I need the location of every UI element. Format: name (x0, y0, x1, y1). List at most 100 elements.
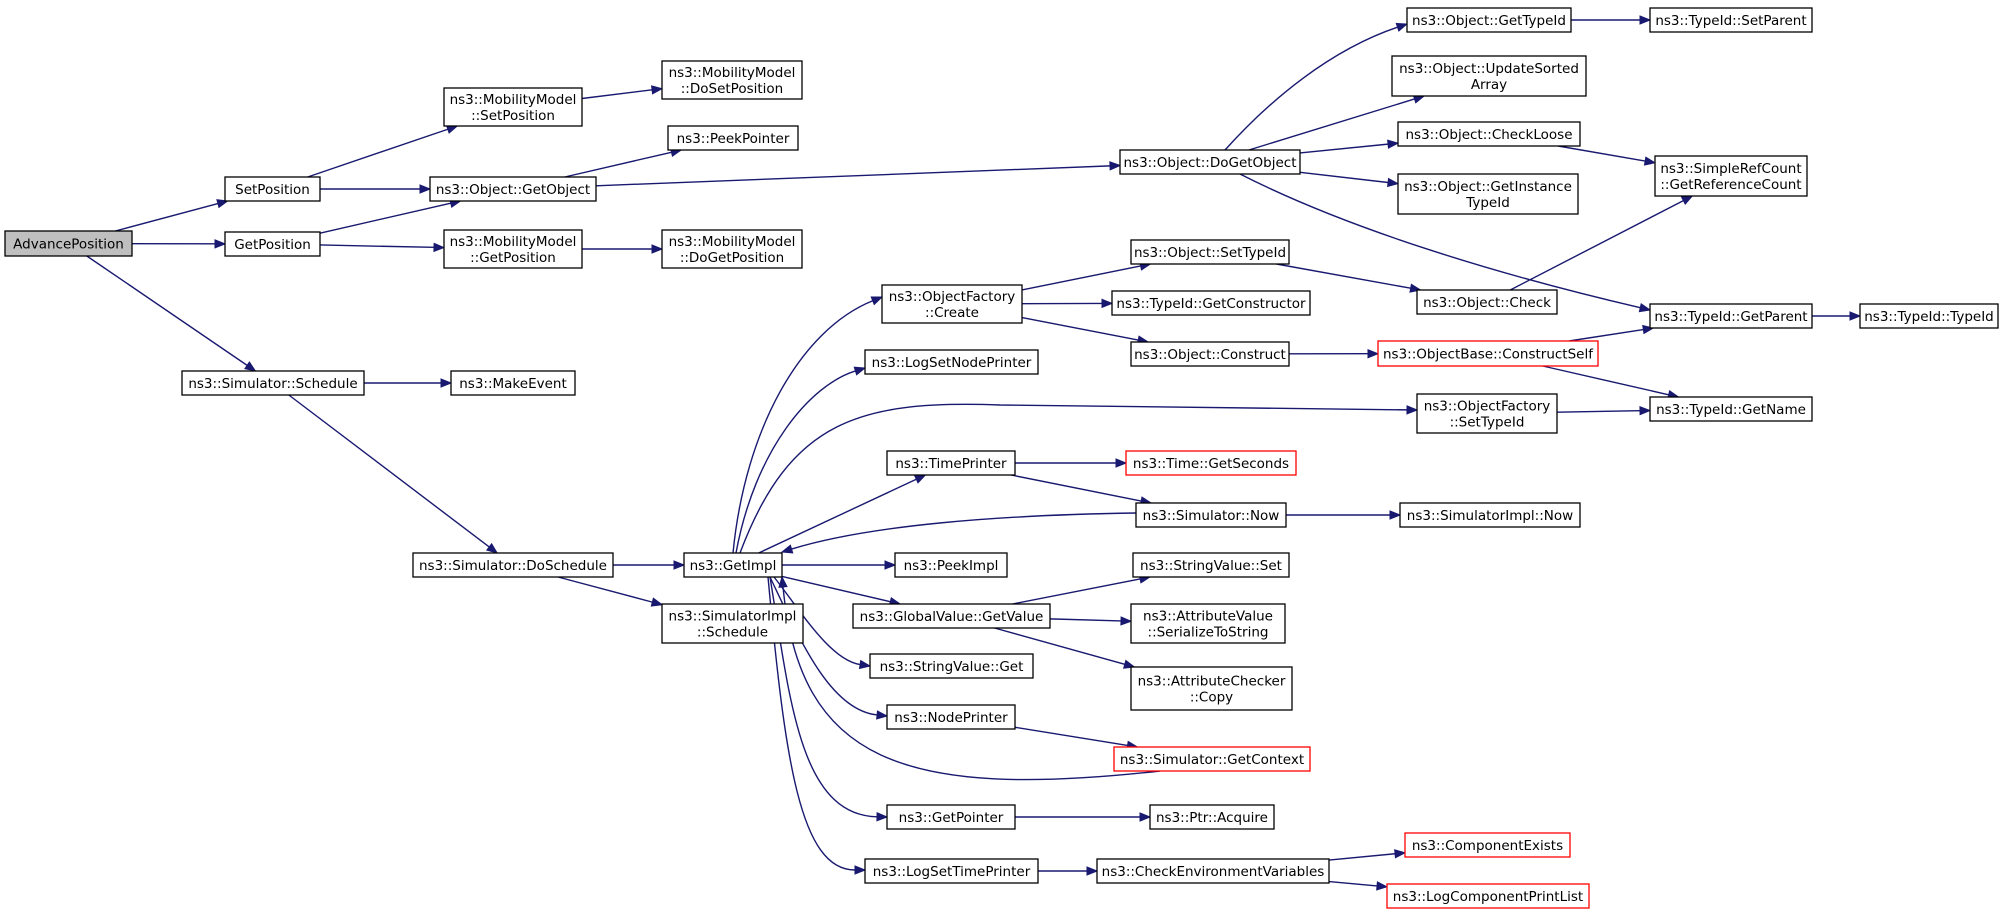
edge-object-do-get-object-to-object-check-loose-arrowhead (1387, 139, 1400, 149)
node-check-env-vars-box (1096, 858, 1330, 884)
node-object-factory-set-type-id-label-1: ns3::ObjectFactory (1424, 399, 1551, 415)
node-get-impl-box (683, 552, 783, 578)
edge-global-value-get-value-to-attribute-checker-copy-arrowhead (1123, 659, 1136, 669)
edge-advance-position-to-simulator-schedule-arrowhead (244, 361, 257, 372)
node-simulator-now[interactable]: ns3::Simulator::Now (1135, 502, 1287, 528)
node-simulator-get-context[interactable]: ns3::Simulator::GetContext (1113, 746, 1311, 772)
edge-mobility-get-position-to-mobility-do-get-position (582, 244, 664, 254)
node-attribute-checker-copy-label-2: ::Copy (1190, 690, 1233, 706)
edge-object-get-type-id-to-type-id-set-parent-arrowhead (1639, 15, 1652, 25)
node-simulator-do-schedule[interactable]: ns3::Simulator::DoSchedule (412, 552, 614, 578)
node-log-set-time-printer[interactable]: ns3::LogSetTimePrinter (864, 858, 1039, 884)
node-log-component-print-list[interactable]: ns3::LogComponentPrintList (1386, 883, 1590, 909)
node-set-position[interactable]: SetPosition (224, 176, 321, 202)
node-simulator-now-label-1: ns3::Simulator::Now (1143, 508, 1280, 524)
node-get-position[interactable]: GetPosition (224, 231, 321, 257)
edge-object-base-construct-self-to-type-id-get-name (1542, 365, 1680, 400)
node-simulator-get-context-label-1: ns3::Simulator::GetContext (1120, 752, 1304, 768)
node-object-get-object[interactable]: ns3::Object::GetObject (429, 176, 597, 202)
node-peek-impl[interactable]: ns3::PeekImpl (894, 552, 1008, 578)
edge-simulator-schedule-to-make-event-arrowhead (440, 378, 453, 388)
node-node-printer[interactable]: ns3::NodePrinter (886, 704, 1016, 730)
edge-object-check-to-simple-ref-count-arrowhead (1680, 195, 1694, 206)
node-object-do-get-object[interactable]: ns3::Object::DoGetObject (1119, 149, 1301, 175)
node-advance-position[interactable]: AdvancePosition (4, 230, 133, 257)
edge-object-base-construct-self-to-type-id-get-name-line (1542, 365, 1669, 396)
node-global-value-get-value[interactable]: ns3::GlobalValue::GetValue (852, 603, 1051, 629)
edge-global-value-get-value-to-attribute-value-serialize-arrowhead (1120, 616, 1133, 626)
edge-object-factory-create-to-type-id-get-constructor-arrowhead (1101, 298, 1114, 309)
node-object-factory-create[interactable]: ns3::ObjectFactory::Create (881, 284, 1023, 324)
node-simulator-do-schedule-label-1: ns3::Simulator::DoSchedule (419, 558, 607, 574)
node-get-impl[interactable]: ns3::GetImpl (683, 552, 783, 578)
node-ptr-acquire-label-1: ns3::Ptr::Acquire (1156, 810, 1268, 826)
edge-global-value-get-value-to-attribute-checker-copy (994, 627, 1136, 669)
node-peek-pointer[interactable]: ns3::PeekPointer (667, 125, 799, 151)
node-object-factory-set-type-id[interactable]: ns3::ObjectFactory::SetTypeId (1416, 393, 1558, 434)
edge-simulator-do-schedule-to-simulator-impl-schedule (557, 576, 664, 607)
node-ptr-acquire-box (1149, 804, 1275, 830)
node-object-get-type-id-box (1406, 7, 1572, 33)
edge-get-position-to-mobility-get-position (319, 242, 446, 253)
node-object-check-loose[interactable]: ns3::Object::CheckLoose (1397, 121, 1581, 147)
node-object-get-type-id[interactable]: ns3::Object::GetTypeId (1406, 7, 1572, 33)
node-make-event[interactable]: ns3::MakeEvent (450, 370, 576, 396)
edge-get-impl-to-log-set-time-printer-line (767, 576, 856, 871)
node-object-factory-create-label-1: ns3::ObjectFactory (889, 289, 1016, 305)
node-attribute-value-serialize-label-2: ::SerializeToString (1148, 625, 1269, 641)
node-attribute-checker-copy[interactable]: ns3::AttributeChecker::Copy (1130, 666, 1293, 711)
node-time-printer[interactable]: ns3::TimePrinter (886, 450, 1016, 476)
edge-object-factory-create-to-object-construct (1021, 316, 1150, 345)
edge-object-set-type-id-to-object-check (1276, 263, 1422, 293)
node-component-exists[interactable]: ns3::ComponentExists (1404, 832, 1571, 858)
node-object-update-sorted-array-box (1391, 55, 1587, 97)
node-mobility-do-set-position[interactable]: ns3::MobilityModel::DoSetPosition (661, 60, 803, 100)
node-simulator-get-context-box (1113, 746, 1311, 772)
edge-simulator-schedule-to-simulator-do-schedule-line (288, 394, 490, 548)
edge-simulator-now-to-get-impl-line (791, 512, 1137, 550)
node-mobility-set-position[interactable]: ns3::MobilityModel::SetPosition (443, 87, 583, 127)
edge-get-impl-to-peek-impl-arrowhead (884, 560, 897, 570)
edge-object-do-get-object-to-object-update-sorted-array-line (1248, 98, 1415, 151)
edge-advance-position-to-simulator-schedule (86, 255, 257, 372)
node-simulator-schedule[interactable]: ns3::Simulator::Schedule (181, 370, 365, 396)
node-ptr-acquire[interactable]: ns3::Ptr::Acquire (1149, 804, 1275, 830)
node-string-value-get[interactable]: ns3::StringValue::Get (869, 653, 1034, 679)
node-simulator-impl-now-box (1399, 502, 1581, 528)
edge-advance-position-to-set-position (115, 199, 229, 232)
node-log-set-node-printer[interactable]: ns3::LogSetNodePrinter (864, 349, 1039, 375)
node-simulator-impl-schedule[interactable]: ns3::SimulatorImpl::Schedule (661, 603, 804, 644)
node-object-check[interactable]: ns3::Object::Check (1416, 289, 1558, 315)
node-mobility-do-get-position[interactable]: ns3::MobilityModel::DoGetPosition (661, 229, 803, 269)
node-object-construct[interactable]: ns3::Object::Construct (1130, 341, 1290, 367)
node-type-id-get-name[interactable]: ns3::TypeId::GetName (1649, 396, 1813, 422)
node-object-get-instance-type-id-label-2: TypeId (1465, 195, 1510, 211)
node-type-id-get-parent[interactable]: ns3::TypeId::GetParent (1649, 303, 1813, 329)
node-type-id-set-parent[interactable]: ns3::TypeId::SetParent (1649, 7, 1813, 33)
node-mobility-get-position[interactable]: ns3::MobilityModel::GetPosition (443, 229, 583, 269)
node-simple-ref-count[interactable]: ns3::SimpleRefCount::GetReferenceCount (1654, 155, 1808, 197)
edge-object-do-get-object-to-object-update-sorted-array (1248, 94, 1426, 151)
node-type-id-type-id[interactable]: ns3::TypeId::TypeId (1859, 303, 1999, 329)
node-type-id-get-constructor[interactable]: ns3::TypeId::GetConstructor (1111, 290, 1311, 316)
edge-mobility-set-position-to-mobility-do-set-position-arrowhead (650, 85, 664, 95)
node-log-set-node-printer-box (864, 349, 1039, 375)
edge-check-env-vars-to-component-exists-arrowhead (1394, 849, 1407, 859)
edge-object-check-to-simple-ref-count-line (1509, 199, 1684, 291)
node-time-get-seconds[interactable]: ns3::Time::GetSeconds (1125, 450, 1297, 476)
node-object-set-type-id[interactable]: ns3::Object::SetTypeId (1130, 239, 1290, 265)
node-simulator-impl-now[interactable]: ns3::SimulatorImpl::Now (1399, 502, 1581, 528)
node-check-env-vars[interactable]: ns3::CheckEnvironmentVariables (1096, 858, 1330, 884)
node-simulator-impl-schedule-box (661, 603, 804, 644)
node-node-printer-label-1: ns3::NodePrinter (894, 710, 1008, 726)
node-string-value-get-box (869, 653, 1034, 679)
node-get-pointer[interactable]: ns3::GetPointer (886, 804, 1016, 830)
node-object-base-construct-self[interactable]: ns3::ObjectBase::ConstructSelf (1377, 340, 1599, 367)
edge-set-position-to-object-get-object-arrowhead (419, 184, 432, 194)
node-object-check-box (1416, 289, 1558, 315)
node-string-value-set[interactable]: ns3::StringValue::Set (1132, 552, 1290, 578)
node-attribute-value-serialize[interactable]: ns3::AttributeValue::SerializeToString (1130, 603, 1286, 644)
